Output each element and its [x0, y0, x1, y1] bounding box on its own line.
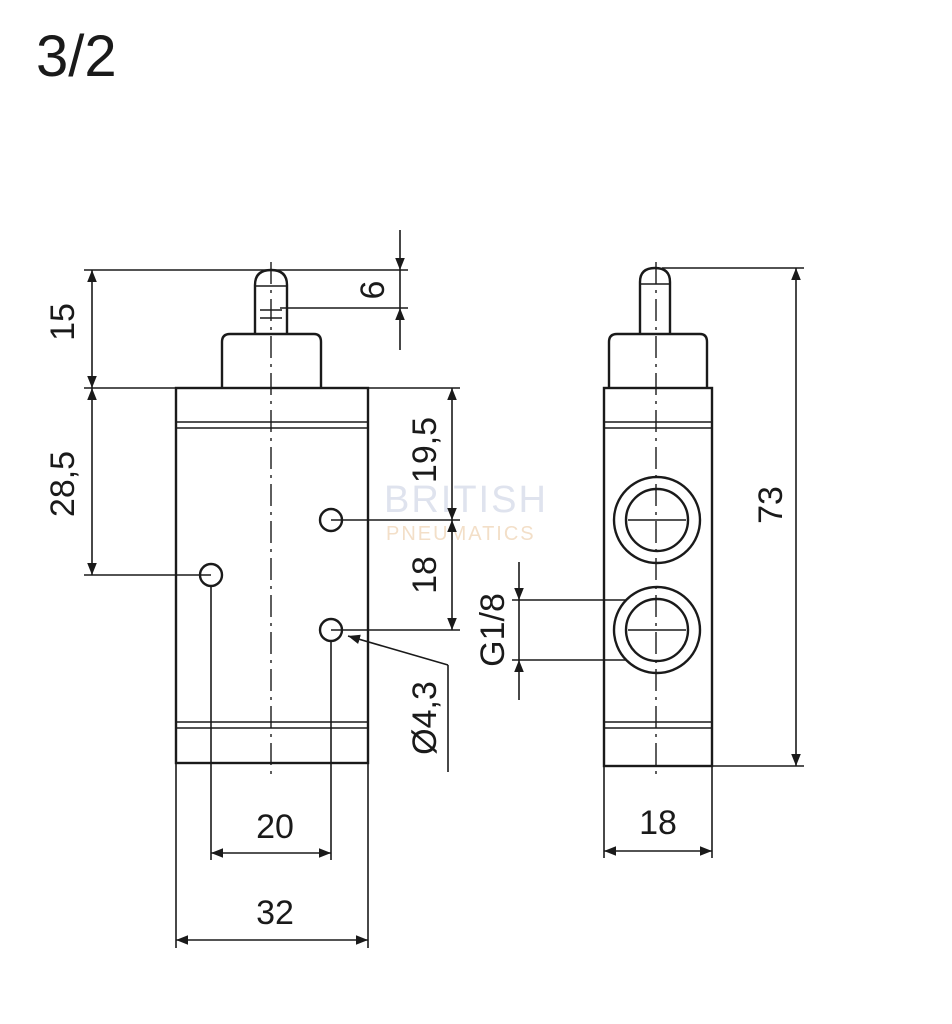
- dim-side-width: 18: [639, 804, 677, 842]
- dim-body-width: 32: [256, 894, 294, 932]
- dim-plunger-height: 15: [44, 303, 82, 341]
- port-upper: [612, 475, 702, 565]
- side-view: [602, 262, 714, 775]
- port-inner: [624, 597, 690, 663]
- side-cap: [607, 332, 709, 388]
- page-title: 3/2: [36, 24, 117, 89]
- watermark-line2: PNEUMATICS: [386, 523, 536, 545]
- watermark-line1: BRITISH: [384, 479, 548, 521]
- port-inner: [624, 487, 690, 553]
- dim-top-to-hole: 19,5: [406, 417, 444, 483]
- dim-hole-spacing: 18: [406, 556, 444, 594]
- side-body: [602, 386, 714, 768]
- leader-line: [347, 634, 449, 666]
- watermark: BRITISH PNEUMATICS: [384, 479, 548, 545]
- port-outer: [612, 585, 702, 675]
- dim-plunger-stroke: 6: [354, 281, 392, 300]
- side-dimensions: G1/8 73 18: [474, 267, 804, 858]
- port-outer: [612, 475, 702, 565]
- side-plunger: [638, 266, 672, 334]
- dim-hole-diameter: Ø4,3: [406, 681, 444, 755]
- dim-top-to-port: 28,5: [44, 451, 82, 517]
- port-lower: [612, 585, 702, 675]
- dim-thread: G1/8: [474, 593, 512, 667]
- front-dimensions: 6 15 28,5 19,5 18 Ø4,3 20 32: [44, 230, 460, 948]
- front-view: [174, 262, 370, 775]
- dim-overall-height: 73: [752, 486, 790, 524]
- front-cap: [220, 332, 323, 388]
- dim-hole-pitch: 20: [256, 808, 294, 846]
